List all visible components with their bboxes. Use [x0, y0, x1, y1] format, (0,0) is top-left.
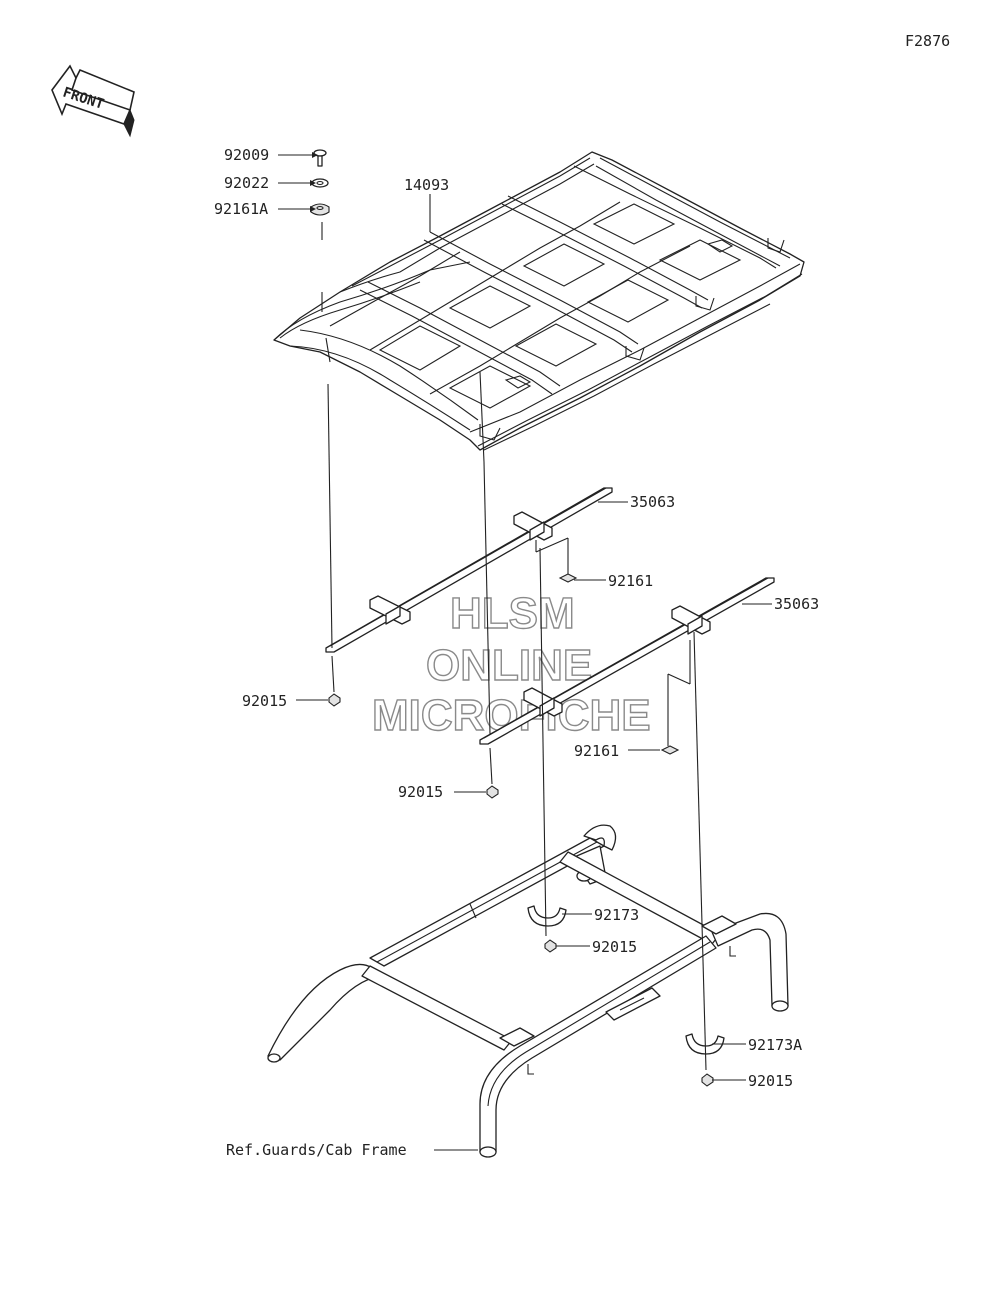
callout-leaders — [278, 154, 772, 1151]
clamp-92173 — [527, 905, 567, 927]
leader-arrowheads — [310, 152, 318, 212]
label-92009: 92009 — [224, 146, 269, 164]
watermark-line-1: HLSM — [450, 589, 575, 638]
label-frame-ref: Ref.Guards/Cab Frame — [226, 1141, 407, 1159]
bracket-35063-rear — [479, 577, 775, 745]
nut-92015-middle — [486, 785, 499, 799]
label-92015-middle: 92015 — [398, 783, 443, 801]
nut-92015-rear — [701, 1073, 714, 1087]
screw-92009 — [313, 149, 327, 167]
label-14093: 14093 — [404, 176, 449, 194]
washer-92022 — [311, 178, 329, 188]
watermark-line-3: MICROFICHE — [372, 691, 651, 740]
clamp-92173A — [685, 1033, 725, 1055]
diagram-id: F2876 — [905, 32, 950, 50]
bracket-35063-front — [325, 487, 613, 653]
label-92015-rear: 92015 — [748, 1072, 793, 1090]
grommet-92161A — [310, 203, 330, 216]
grommet-92161-rear — [660, 745, 680, 755]
label-92161A: 92161A — [214, 200, 268, 218]
grommet-92161-front — [558, 573, 578, 583]
assembly-lines — [321, 222, 707, 1071]
label-92173: 92173 — [594, 906, 639, 924]
label-92015-front: 92015 — [592, 938, 637, 956]
watermark: HLSM ONLINE MICROFICHE — [371, 588, 651, 740]
label-92022: 92022 — [224, 174, 269, 192]
label-92173A: 92173A — [748, 1036, 802, 1054]
front-arrow-icon: FRONT — [51, 64, 135, 138]
label-35063-front: 35063 — [630, 493, 675, 511]
watermark-line-2: ONLINE — [426, 641, 592, 690]
nut-92015-front — [544, 939, 557, 953]
cab-frame — [267, 824, 789, 1158]
roof-14093 — [273, 151, 805, 451]
nut-92015-left — [328, 693, 341, 707]
label-35063-rear: 35063 — [774, 595, 819, 613]
label-92015-left: 92015 — [242, 692, 287, 710]
label-92161-rear: 92161 — [574, 742, 619, 760]
label-92161-front: 92161 — [608, 572, 653, 590]
